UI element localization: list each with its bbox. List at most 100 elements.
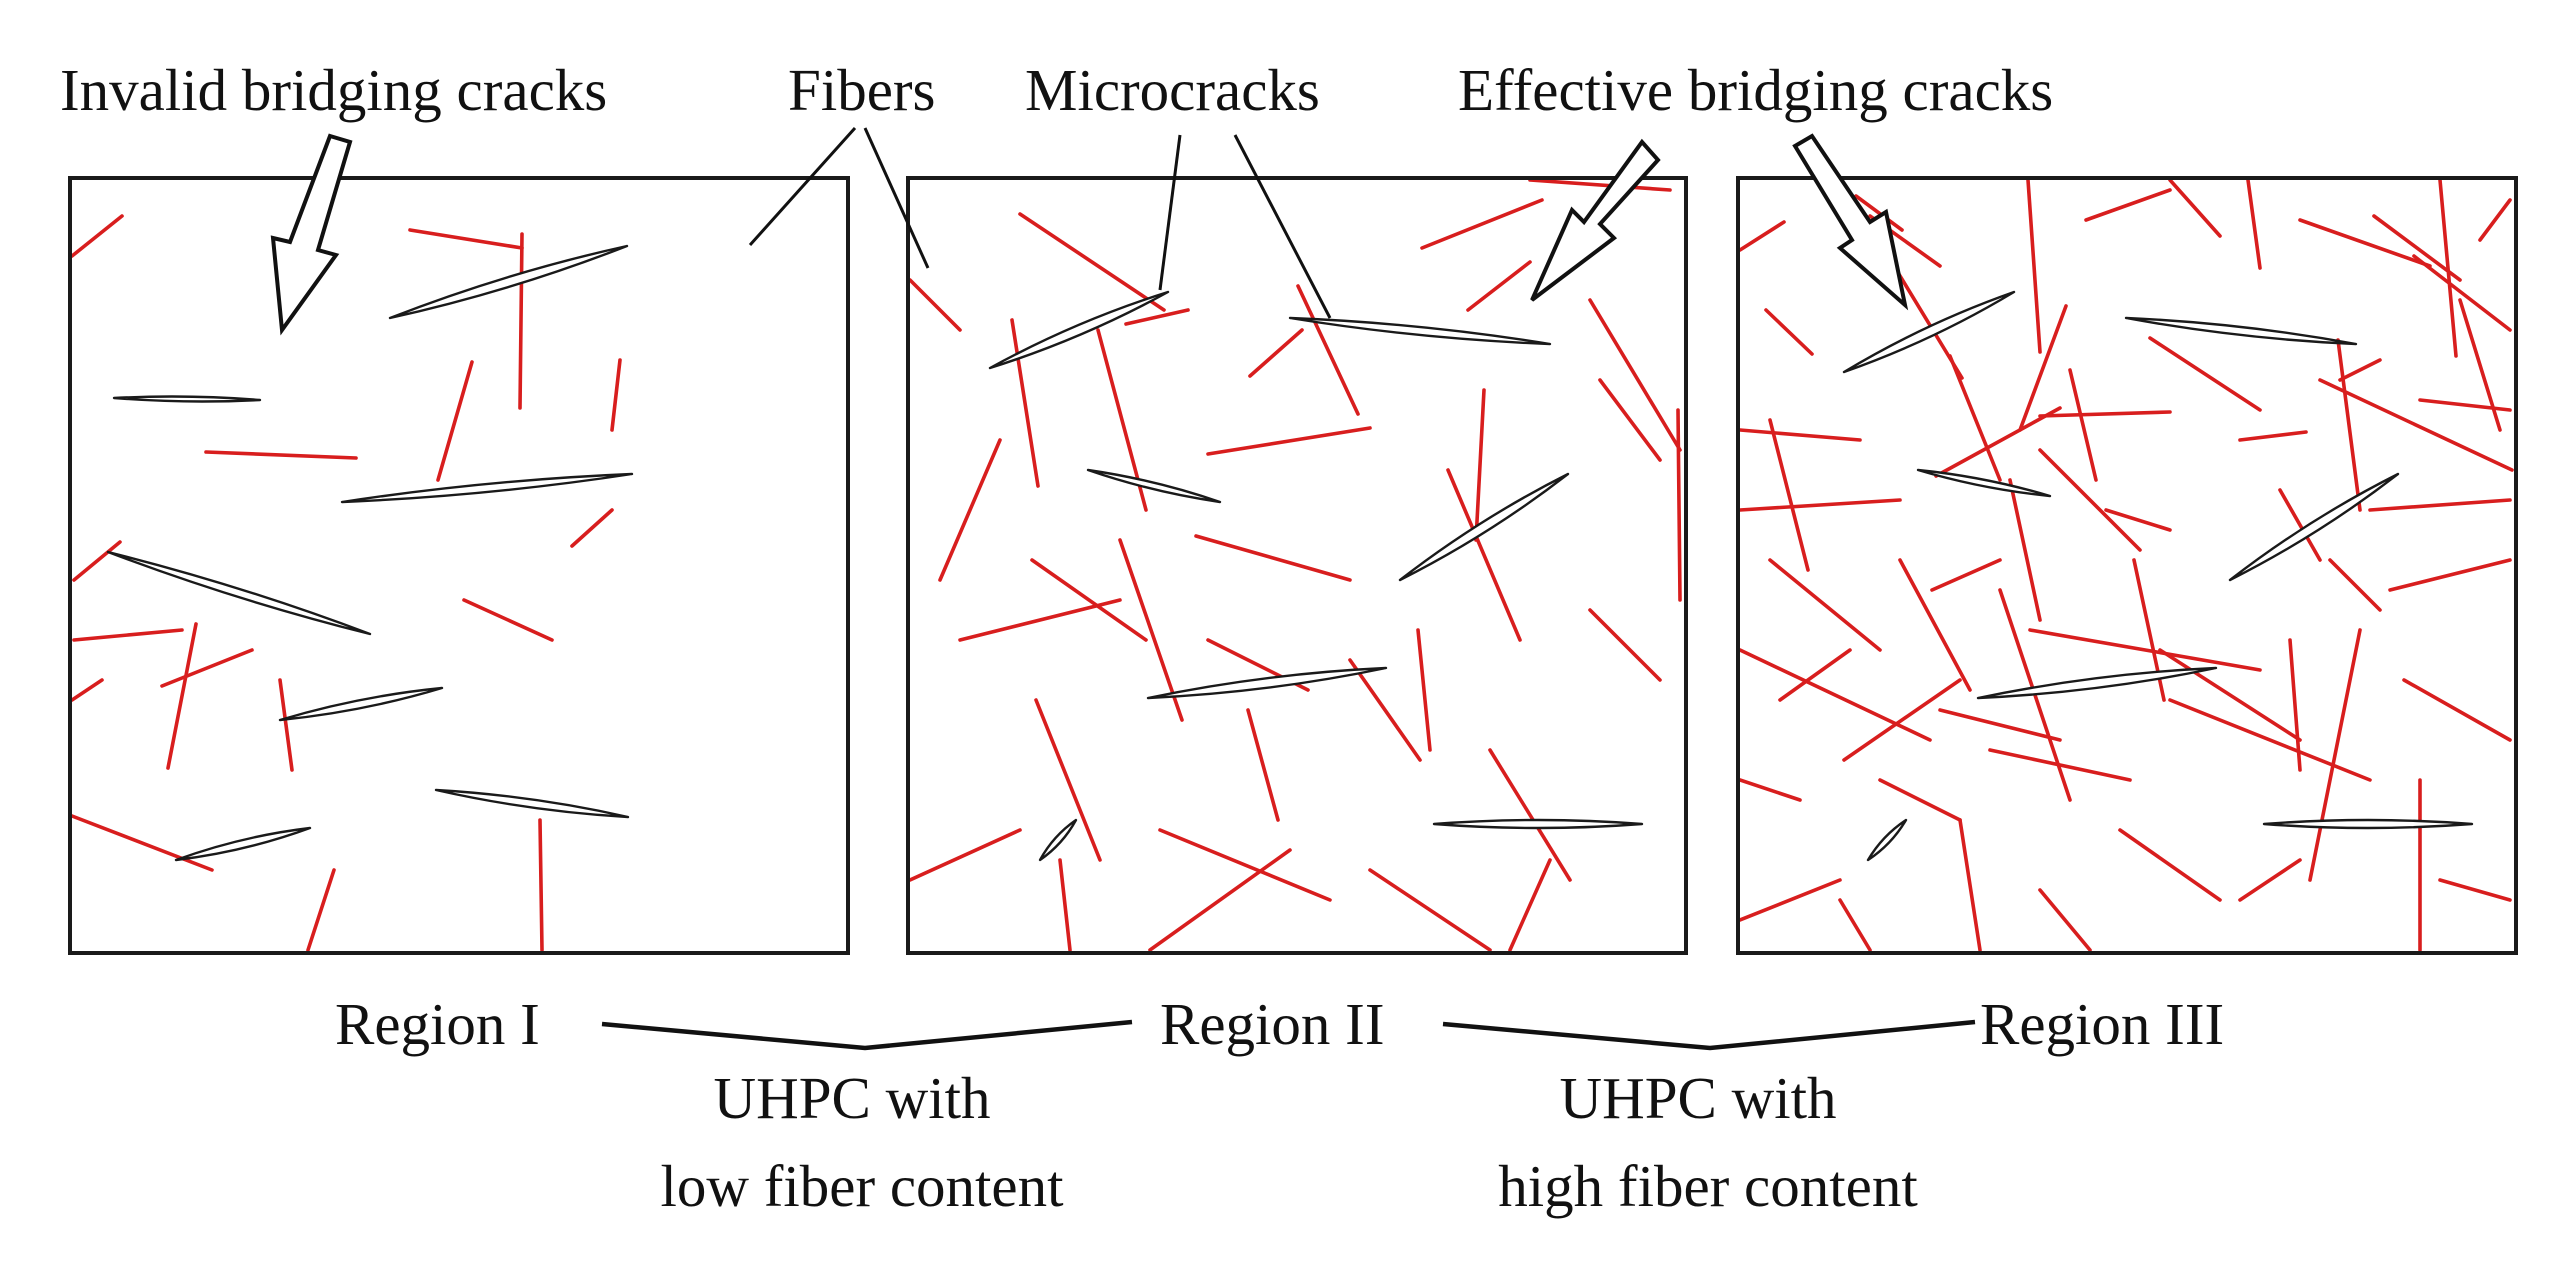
- fiber-line: [1206, 426, 1372, 456]
- fiber-line: [2238, 858, 2302, 902]
- effective-bridging-arrow-icon-1: [1530, 138, 1661, 302]
- fiber-line: [2038, 888, 2092, 951]
- fiber-line: [2246, 180, 2262, 270]
- fiber-line: [1768, 418, 1810, 572]
- fiber-line: [1778, 648, 1852, 702]
- region-1-fibers-and-cracks: [72, 214, 634, 951]
- fiber-line: [2158, 648, 2302, 742]
- microcrack-shape: [1842, 290, 2016, 374]
- fiber-line: [2418, 398, 2512, 412]
- fiber-line: [1768, 558, 1882, 652]
- fiber-line: [166, 622, 198, 770]
- fiber-line: [2168, 180, 2222, 238]
- fiber-line: [306, 868, 336, 951]
- microcrack-shape: [2262, 818, 2474, 830]
- fiber-line: [204, 450, 358, 460]
- region-1-label: Region I: [335, 991, 540, 1057]
- fiber-line: [1348, 658, 1422, 762]
- low-fiber-caption-line-2: low fiber content: [660, 1153, 1064, 1219]
- fiber-line: [1416, 628, 1432, 752]
- fiber-line: [1368, 868, 1492, 951]
- effective-bridging-cracks-label: Effective bridging cracks: [1458, 57, 2053, 123]
- fiber-line: [1676, 408, 1682, 602]
- fiber-line: [436, 360, 474, 482]
- microcrack-shape: [388, 244, 629, 320]
- fiber-line: [2308, 628, 2362, 882]
- fiber-line: [1474, 388, 1486, 542]
- fiber-line: [1246, 708, 1280, 822]
- microcrack-shape: [1086, 468, 1222, 504]
- fiber-line: [1588, 608, 1662, 682]
- fiber-line: [1030, 558, 1148, 642]
- fiber-line: [72, 214, 124, 258]
- microcrack-shape: [1432, 818, 1644, 830]
- effective-bridging-arrow-icon-2: [1792, 133, 1909, 311]
- fiber-line: [2018, 304, 2068, 432]
- invalid-bridging-cracks-label: Invalid bridging cracks: [60, 57, 607, 123]
- fiber-line: [1488, 748, 1572, 882]
- microcrack-shape: [1038, 818, 1078, 862]
- fiber-line: [2368, 498, 2512, 512]
- fiber-line: [2038, 410, 2172, 418]
- fiber-line: [1938, 708, 2062, 742]
- microcrack-shape: [988, 290, 1170, 370]
- fiber-line: [1838, 898, 1872, 951]
- fiber-line: [2388, 558, 2512, 592]
- fiber-line: [2026, 180, 2042, 354]
- fiber-line: [1842, 678, 1962, 762]
- high-fiber-caption-line-2: high fiber content: [1498, 1153, 1918, 1219]
- microcracks-label: Microcracks: [1025, 57, 1320, 123]
- fiber-line: [538, 818, 544, 951]
- fiber-line: [1934, 406, 2062, 478]
- fiber-line: [1010, 318, 1040, 488]
- microcrack-shape: [1398, 472, 1570, 582]
- fiber-line: [72, 814, 214, 872]
- fiber-line: [1598, 378, 1662, 462]
- fiber-line: [1930, 558, 2002, 592]
- fiber-line: [160, 648, 254, 688]
- fiber-line: [2372, 214, 2462, 282]
- fiber-line: [2328, 558, 2382, 612]
- fiber-line: [2338, 358, 2382, 382]
- fiber-line: [278, 678, 294, 772]
- microcracks-leader-line-2: [1233, 134, 1332, 319]
- fiber-line: [1740, 778, 1802, 802]
- fiber-line: [2298, 218, 2432, 268]
- fiber-line: [2438, 180, 2458, 358]
- fiber-line: [2084, 188, 2172, 222]
- fiber-line: [1740, 428, 1862, 442]
- fiber-line: [2238, 430, 2308, 442]
- microcrack-shape: [1146, 666, 1388, 700]
- fiber-line: [1854, 194, 1904, 232]
- fiber-line: [1740, 648, 1932, 742]
- high-fiber-caption-line-1: UHPC with: [1559, 1065, 1836, 1131]
- fiber-line: [1158, 828, 1332, 902]
- fiber-line: [2038, 448, 2142, 552]
- fibers-label: Fibers: [788, 57, 936, 123]
- fiber-line: [1446, 468, 1522, 642]
- fiber-line: [1466, 260, 1532, 312]
- panel-region-1: [68, 176, 850, 955]
- fiber-line: [462, 598, 554, 642]
- fiber-line: [518, 232, 524, 410]
- fiber-line: [2478, 198, 2512, 242]
- high-fiber-bracket: [1442, 1019, 1976, 1051]
- fiber-line: [1878, 778, 1962, 822]
- fiber-line: [1958, 818, 1982, 951]
- fiber-line: [1898, 558, 1972, 692]
- fiber-line: [2336, 338, 2362, 512]
- fiber-line: [2438, 878, 2512, 902]
- fiber-line: [610, 358, 622, 432]
- microcrack-shape: [1976, 666, 2218, 700]
- fiber-line: [570, 508, 614, 548]
- microcrack-shape: [1288, 316, 1552, 346]
- fiber-line: [1588, 298, 1682, 452]
- low-fiber-bracket: [601, 1019, 1133, 1051]
- microcrack-shape: [2124, 316, 2358, 346]
- fiber-line: [2288, 638, 2302, 772]
- fiber-line: [1740, 220, 1786, 252]
- region-2-label: Region II: [1160, 991, 1384, 1057]
- fiber-line: [1248, 328, 1304, 378]
- microcrack-shape: [112, 395, 262, 403]
